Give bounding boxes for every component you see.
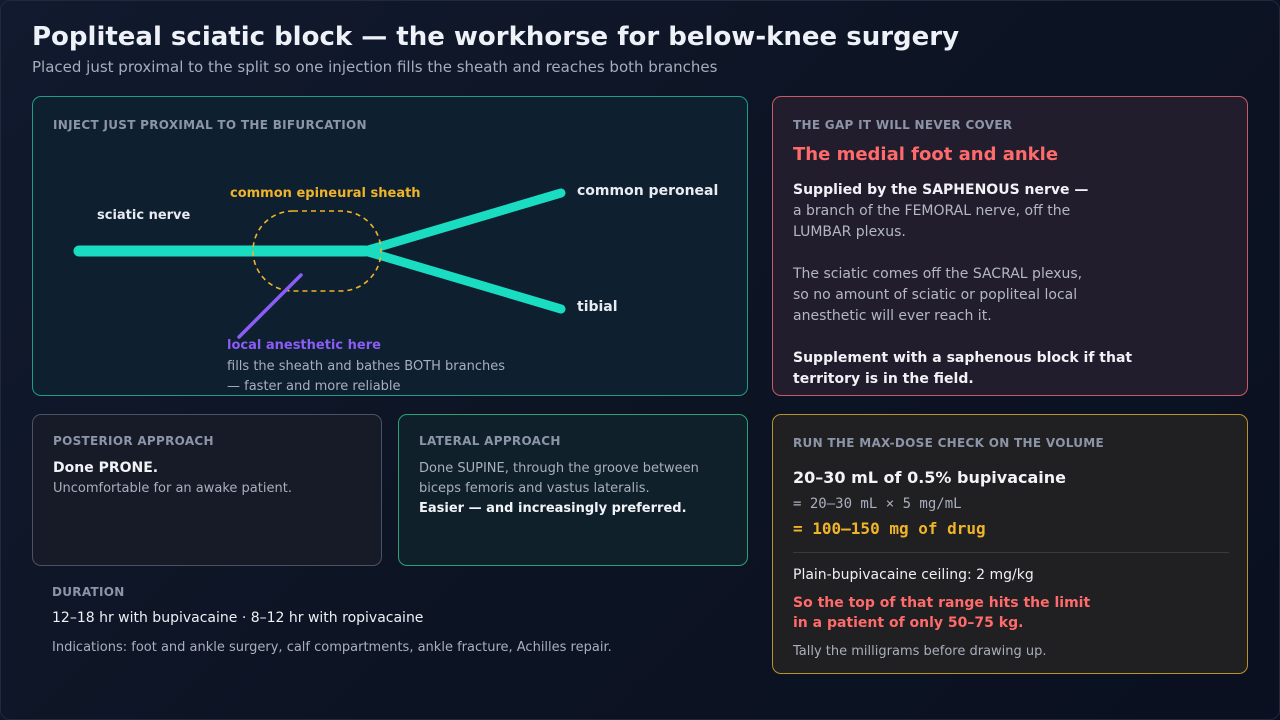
duration-indications: Indications: foot and ankle surgery, cal… [52, 640, 612, 655]
nerve-diagram [73, 188, 566, 339]
dose-ceiling: Plain-bupivacaine ceiling: 2 mg/kg [793, 567, 1034, 583]
lateral-line-1: Done SUPINE, through the groove between [419, 461, 699, 476]
lateral-line-3: Easier — and increasingly preferred. [419, 501, 687, 516]
lateral-label: LATERAL APPROACH [419, 434, 561, 448]
gap-heading: The medial foot and ankle [793, 144, 1059, 165]
posterior-note: Uncomfortable for an awake patient. [53, 481, 292, 496]
max-dose-card: RUN THE MAX-DOSE CHECK ON THE VOLUME 20–… [772, 414, 1248, 674]
page-title: Popliteal sciatic block — the workhorse … [32, 22, 960, 52]
injection-note-1: fills the sheath and bathes BOTH branche… [227, 359, 506, 374]
duration-label: DURATION [52, 585, 125, 599]
dose-warning-2: in a patient of only 50–75 kg. [793, 615, 1024, 631]
sciatic-nerve-label: sciatic nerve [97, 208, 191, 223]
tibial-branch [360, 246, 566, 314]
needle-marker [237, 273, 303, 339]
dose-calc: = 20–30 mL × 5 mg/mL [793, 496, 962, 512]
lateral-line-2: biceps femoris and vastus lateralis. [419, 481, 650, 496]
posterior-heading: Done PRONE. [53, 460, 159, 476]
gap-line-2: a branch of the FEMORAL nerve, off the [793, 203, 1071, 219]
gap-line-4: The sciatic comes off the SACRAL plexus, [793, 266, 1083, 282]
page-subtitle: Placed just proximal to the split so one… [32, 58, 718, 76]
gap-label: THE GAP IT WILL NEVER COVER [793, 118, 1013, 132]
gap-line-5: so no amount of sciatic or popliteal loc… [793, 287, 1078, 303]
gap-line-7: Supplement with a saphenous block if tha… [793, 350, 1133, 366]
coverage-gap-card: THE GAP IT WILL NEVER COVER The medial f… [772, 96, 1248, 396]
tibial-label: tibial [577, 299, 618, 315]
epineural-sheath [252, 210, 382, 292]
gap-line-8: territory is in the field. [793, 371, 974, 387]
dose-result: = 100–150 mg of drug [793, 519, 986, 538]
bifurcation-diagram-card: INJECT JUST PROXIMAL TO THE BIFURCATION … [32, 96, 748, 396]
dose-heading: 20–30 mL of 0.5% bupivacaine [793, 468, 1067, 487]
injection-note-2: — faster and more reliable [227, 379, 401, 394]
gap-line-6: anesthetic will ever reach it. [793, 308, 992, 324]
dose-warning-1: So the top of that range hits the limit [793, 595, 1091, 611]
diagram-label: INJECT JUST PROXIMAL TO THE BIFURCATION [53, 118, 367, 132]
posterior-approach-card: POSTERIOR APPROACH Done PRONE. Uncomfort… [32, 414, 382, 566]
duration-main: 12–18 hr with bupivacaine · 8–12 hr with… [52, 610, 424, 626]
common-peroneal-branch [360, 188, 566, 256]
lateral-approach-card: LATERAL APPROACH Done SUPINE, through th… [398, 414, 748, 566]
sheath-label: common epineural sheath [230, 186, 421, 201]
injection-site-label: local anesthetic here [227, 338, 381, 353]
gap-line-1: Supplied by the SAPHENOUS nerve — [793, 182, 1089, 198]
dose-divider [793, 552, 1229, 553]
common-peroneal-label: common peroneal [577, 183, 719, 199]
posterior-label: POSTERIOR APPROACH [53, 434, 214, 448]
gap-line-3: LUMBAR plexus. [793, 224, 906, 240]
dose-footer: Tally the milligrams before drawing up. [793, 644, 1047, 659]
dose-label: RUN THE MAX-DOSE CHECK ON THE VOLUME [793, 436, 1105, 450]
